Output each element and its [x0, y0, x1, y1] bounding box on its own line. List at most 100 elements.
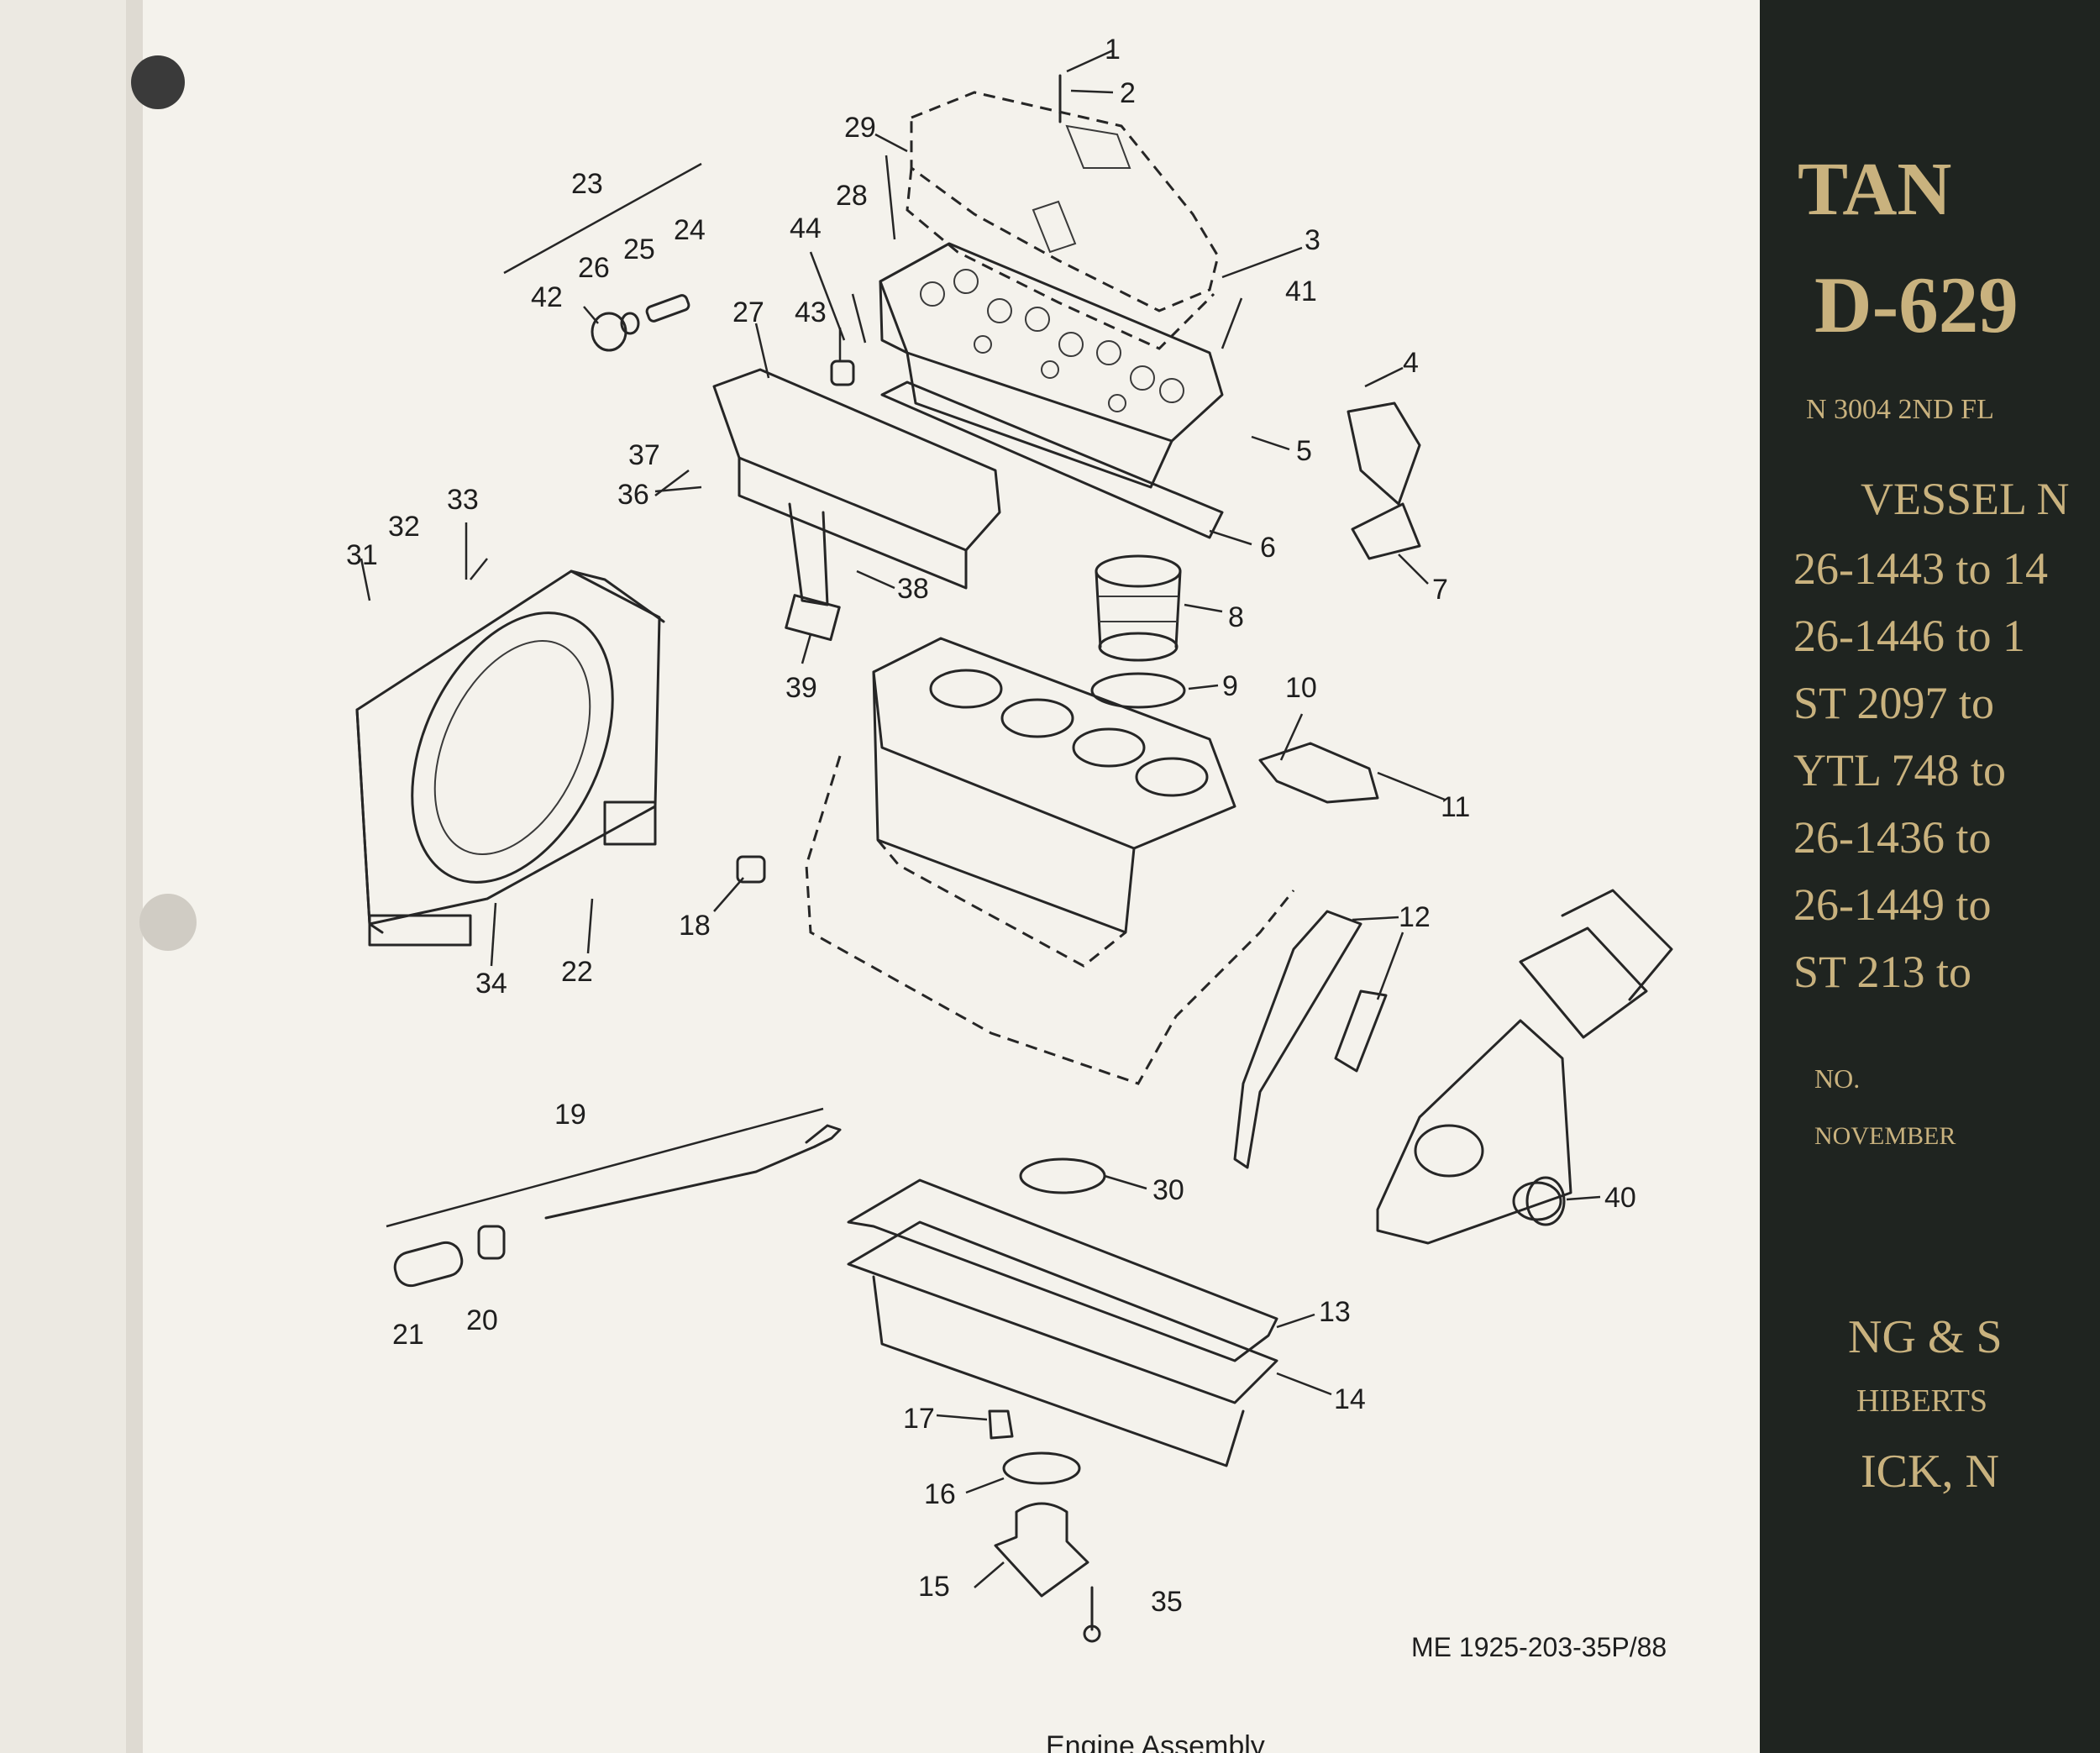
callout-29: 29 [844, 112, 876, 144]
cover-line-9: 26-1436 to [1793, 812, 1992, 863]
callout-2: 2 [1120, 77, 1136, 109]
callout-31: 31 [346, 539, 378, 571]
callout-30: 30 [1152, 1174, 1184, 1206]
callout-5: 5 [1296, 435, 1312, 467]
plug-20 [477, 1225, 506, 1260]
cover-line-16: ICK, N [1861, 1446, 1999, 1498]
callout-3: 3 [1305, 224, 1320, 256]
cover-line-2: D-629 [1814, 260, 2019, 349]
nut-43 [830, 360, 855, 386]
cylinder-block [805, 637, 1295, 1085]
cover-line-8: YTL 748 to [1793, 745, 2006, 795]
timing-gear-case [1376, 889, 1673, 1245]
callout-44: 44 [790, 213, 822, 244]
manifold [712, 368, 1001, 642]
cover-line-3: N 3004 2ND FL [1806, 394, 1994, 425]
callout-9: 9 [1222, 670, 1238, 702]
binder-hole-top [131, 55, 185, 109]
callout-34: 34 [475, 968, 507, 1000]
callout-26: 26 [578, 252, 610, 284]
callout-22: 22 [561, 956, 593, 988]
screw-35-head [1083, 1624, 1101, 1643]
plug-42 [591, 312, 627, 352]
sleeve-seal [1090, 672, 1186, 709]
callout-17: 17 [903, 1403, 935, 1435]
callout-15: 15 [918, 1571, 950, 1603]
callout-16: 16 [924, 1478, 956, 1510]
seal-strip-long [1233, 910, 1362, 1169]
oil-pump [994, 1451, 1089, 1598]
dipstick-handle [805, 1124, 842, 1148]
callout-11: 11 [1441, 791, 1470, 823]
callout-18: 18 [679, 910, 711, 942]
cover-line-7: ST 2097 to [1793, 678, 1994, 728]
cover-line-13: NOVEMBER [1814, 1122, 1956, 1150]
outlet-gasket [1351, 502, 1421, 560]
callout-25: 25 [623, 234, 655, 265]
head-gasket [880, 381, 1224, 539]
cylinder-head [879, 242, 1224, 489]
callout-numbers: 1 2 3 4 5 6 7 8 9 10 11 12 13 14 15 16 1… [346, 34, 1636, 1618]
fitting-17 [988, 1409, 1014, 1440]
callout-1: 1 [1105, 34, 1121, 66]
callout-28: 28 [836, 180, 868, 212]
callout-19: 19 [554, 1099, 586, 1131]
callout-14: 14 [1334, 1383, 1366, 1415]
cover-line-4: VESSEL N [1861, 474, 2070, 524]
callout-10: 10 [1285, 672, 1317, 704]
cover-line-14: NG & S [1848, 1311, 2003, 1363]
callout-43: 43 [795, 297, 827, 328]
rear-seal [1525, 1176, 1566, 1226]
callout-8: 8 [1228, 601, 1244, 633]
bolt-24-25 [645, 294, 690, 323]
callout-38: 38 [897, 573, 929, 605]
figure-caption: Engine Assembly [1046, 1730, 1265, 1753]
cover-line-5: 26-1443 to 14 [1793, 543, 2048, 594]
callout-27: 27 [732, 297, 764, 328]
callout-4: 4 [1403, 347, 1419, 379]
callout-33: 33 [447, 484, 479, 516]
cover-line-12: NO. [1814, 1063, 1860, 1094]
washer-26 [620, 312, 640, 335]
cover-line-10: 26-1449 to [1793, 879, 1992, 930]
breather-18 [736, 855, 766, 884]
callout-21: 21 [392, 1319, 424, 1351]
right-page [143, 0, 1764, 1753]
thermostat-housing [1347, 402, 1421, 506]
leader-lines [360, 49, 1601, 1588]
water-connection [1258, 742, 1379, 804]
callout-41: 41 [1285, 276, 1317, 307]
cover-line-11: ST 213 to [1793, 947, 1971, 997]
callout-13: 13 [1319, 1296, 1351, 1328]
bracket-line-23 [503, 162, 702, 275]
cover-line-6: 26-1446 to 1 [1793, 611, 2025, 661]
cover-line-15: HIBERTS [1856, 1383, 1987, 1419]
callout-39: 39 [785, 672, 817, 704]
flywheel-housing [355, 569, 665, 947]
seal-strip-short [1334, 989, 1388, 1073]
cover-line-1: TAN [1798, 148, 1951, 231]
figure-reference: ME 1925-203-35P/88 [1411, 1632, 1667, 1662]
binder-cover [1760, 0, 2100, 1753]
callout-7: 7 [1432, 574, 1448, 606]
callout-42: 42 [531, 281, 563, 313]
callout-20: 20 [466, 1304, 498, 1336]
callout-23: 23 [571, 168, 603, 200]
callout-35: 35 [1151, 1586, 1183, 1618]
callout-32: 32 [388, 511, 420, 543]
callout-6: 6 [1260, 532, 1276, 564]
binder-hole-bottom [139, 894, 197, 951]
rocker-cover [906, 74, 1220, 350]
callout-40: 40 [1604, 1182, 1636, 1214]
callout-36: 36 [617, 479, 649, 511]
callout-12: 12 [1399, 901, 1431, 933]
binder-cover-text: TAN D-629 N 3004 2ND FL VESSEL N 26-1443… [1793, 148, 2070, 1498]
callout-24: 24 [674, 214, 706, 246]
dipstick [544, 1145, 816, 1220]
callout-37: 37 [628, 439, 660, 471]
tube-sleeve-21 [393, 1241, 464, 1288]
bracket-line-19 [386, 1107, 824, 1228]
